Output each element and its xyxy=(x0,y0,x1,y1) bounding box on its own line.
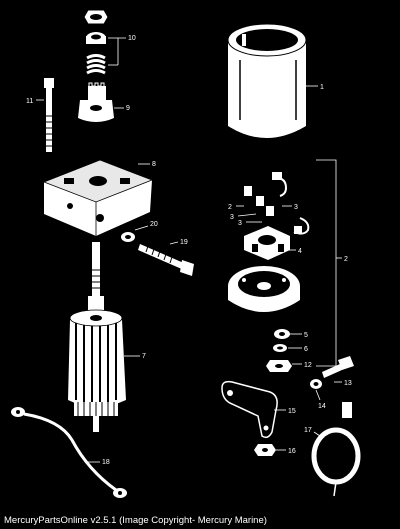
through-bolt-long xyxy=(138,244,194,276)
part-label-2b: 2 xyxy=(228,204,232,211)
part-label-17: 17 xyxy=(304,427,312,434)
nut-washer-spring-assembly xyxy=(83,9,109,75)
part-label-11: 11 xyxy=(26,98,33,105)
field-frame-housing xyxy=(227,23,307,138)
stud-washers xyxy=(266,329,292,372)
part-label-2: 2 xyxy=(344,256,348,263)
end-cap-housing xyxy=(42,159,154,236)
lock-washer xyxy=(310,379,322,389)
part-label-18: 18 xyxy=(102,459,110,466)
part-label-4: 4 xyxy=(298,248,302,255)
part-label-6: 6 xyxy=(304,346,308,353)
part-label-1: 1 xyxy=(320,84,324,91)
bracket-line-2 xyxy=(316,159,337,367)
part-label-16: 16 xyxy=(288,448,296,455)
part-label-13: 13 xyxy=(344,380,352,387)
part-label-3a: 3 xyxy=(230,214,234,221)
mounting-bracket xyxy=(221,380,278,439)
battery-cable xyxy=(11,407,127,498)
part-label-9: 9 xyxy=(126,105,130,112)
part-label-8: 8 xyxy=(152,161,156,168)
part-label-19: 19 xyxy=(180,239,188,246)
mounting-bolt xyxy=(322,356,354,378)
part-label-5: 5 xyxy=(304,332,308,339)
clamp-band xyxy=(311,402,361,497)
armature xyxy=(68,242,126,432)
through-bolt-short xyxy=(44,78,54,152)
copyright-footer: MercuryPartsOnline v2.5.1 (Image Copyrig… xyxy=(4,515,267,526)
commutator-end-cap xyxy=(228,266,300,312)
part-label-3b: 3 xyxy=(294,204,298,211)
pinion-drive xyxy=(78,82,114,122)
washer xyxy=(121,232,135,242)
brush-springs xyxy=(244,172,310,235)
part-label-3c: 3 xyxy=(238,220,242,227)
part-label-20: 20 xyxy=(150,221,158,228)
part-label-14: 14 xyxy=(318,403,326,410)
brush-plate xyxy=(244,226,290,260)
part-label-15: 15 xyxy=(288,408,296,415)
lock-nut xyxy=(254,444,276,456)
part-label-7: 7 xyxy=(142,353,146,360)
part-label-10: 10 xyxy=(128,35,136,42)
part-label-12: 12 xyxy=(304,362,312,369)
